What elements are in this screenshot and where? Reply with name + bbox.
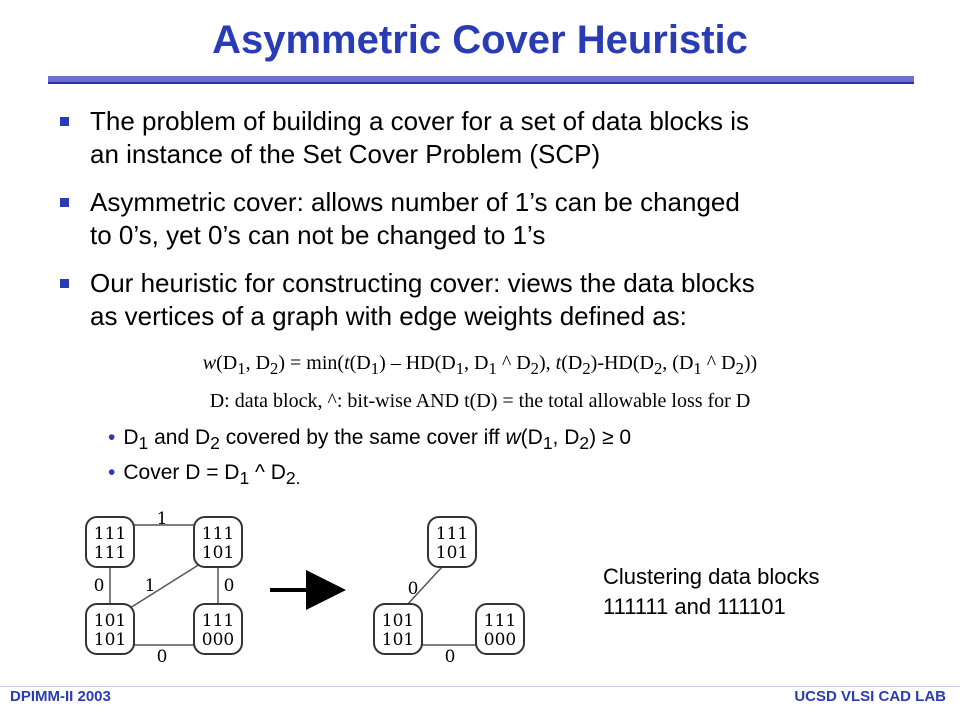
footer-conference: DPIMM-II 2003 [10, 688, 111, 705]
svg-text:101: 101 [94, 611, 126, 631]
edge-weight: 1 [145, 576, 156, 596]
bullet-line: Asymmetric cover: allows number of 1’s c… [90, 187, 740, 217]
sub-bullet-item: •D1 and D2 covered by the same cover iff… [108, 426, 631, 454]
svg-text:111: 111 [94, 524, 126, 544]
definition-line: D: data block, ^: bit-wise AND t(D) = th… [209, 390, 751, 412]
edge-weight: 1 [157, 509, 168, 529]
graph-node: 101 101 [85, 603, 135, 655]
bullet-line: an instance of the Set Cover Problem (SC… [90, 139, 601, 169]
svg-text:111: 111 [202, 611, 234, 631]
edge-weight: 0 [445, 647, 456, 667]
svg-text:111: 111 [436, 524, 468, 544]
bullet-line: Our heuristic for constructing cover: vi… [90, 268, 755, 298]
svg-text:101: 101 [382, 611, 414, 631]
footer-divider [0, 686, 960, 687]
dot-bullet-icon: • [108, 426, 116, 449]
svg-text:101: 101 [436, 543, 468, 563]
caption-line: 111111 and 111101 [603, 594, 786, 619]
graph-node: 111 101 [427, 516, 477, 568]
title-rule [48, 76, 914, 84]
bullet-line: The problem of building a cover for a se… [90, 106, 750, 136]
bullet-list: The problem of building a cover for a se… [60, 105, 930, 348]
svg-text:111: 111 [94, 543, 126, 563]
edge-weight: 0 [224, 576, 235, 596]
weight-formula: w(D1, D2) = min(t(D1) – HD(D1, D1 ^ D2),… [202, 352, 758, 378]
edge-weight: 0 [94, 576, 105, 596]
graph-edge [129, 563, 201, 609]
caption-line: Clustering data blocks [603, 564, 820, 589]
bullet-line: as vertices of a graph with edge weights… [90, 301, 687, 331]
bullet-item: The problem of building a cover for a se… [60, 105, 930, 171]
square-bullet-icon [60, 117, 69, 126]
bullet-item: Our heuristic for constructing cover: vi… [60, 267, 930, 333]
svg-text:101: 101 [202, 543, 234, 563]
graph-edge [405, 566, 443, 607]
slide-title: Asymmetric Cover Heuristic [212, 18, 748, 62]
graph-node: 101 101 [373, 603, 423, 655]
dot-bullet-icon: • [108, 461, 116, 484]
svg-text:101: 101 [94, 630, 126, 650]
sub-bullet-item: •Cover D = D1 ^ D2. [108, 461, 301, 489]
edge-weight: 0 [408, 579, 419, 599]
graph-node: 111 000 [193, 603, 243, 655]
svg-text:101: 101 [382, 630, 414, 650]
square-bullet-icon [60, 279, 69, 288]
svg-text:000: 000 [484, 630, 516, 650]
footer-lab: UCSD VLSI CAD LAB [794, 688, 946, 705]
svg-text:111: 111 [484, 611, 516, 631]
graph-node: 111 000 [475, 603, 525, 655]
bullet-line: to 0’s, yet 0’s can not be changed to 1’… [90, 220, 546, 250]
square-bullet-icon [60, 198, 69, 207]
bullet-item: Asymmetric cover: allows number of 1’s c… [60, 186, 930, 252]
diagram-caption: Clustering data blocks 111111 and 111101 [603, 562, 819, 622]
svg-text:111: 111 [202, 524, 234, 544]
graph-node: 111 101 [193, 516, 243, 568]
graph-node: 111 111 [85, 516, 135, 568]
svg-text:000: 000 [202, 630, 234, 650]
edge-weight: 0 [157, 647, 168, 667]
